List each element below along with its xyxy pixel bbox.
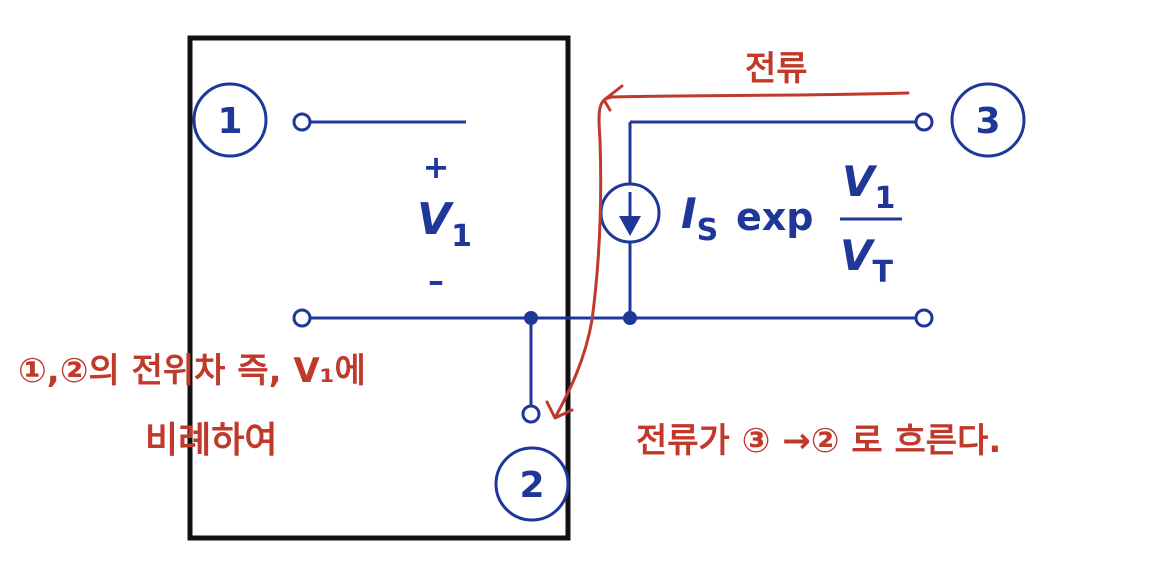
annotation-left-line2: 비례하여 <box>145 420 277 461</box>
device-box <box>187 35 571 541</box>
is-subscript: S <box>697 213 719 248</box>
is-label: IS <box>681 189 718 248</box>
node-label-3: 3 <box>975 101 1000 142</box>
v1-subscript: 1 <box>451 219 472 254</box>
current-source-arrowhead <box>619 216 641 236</box>
current-label-top: 전류 <box>745 49 808 89</box>
fraction-denominator: VT <box>840 231 894 290</box>
denominator-subscript: T <box>873 255 894 290</box>
current-flow-path <box>554 91 910 418</box>
exp-label: exp <box>736 195 813 239</box>
node-label-1: 1 <box>217 101 242 142</box>
junction-dot <box>623 311 637 325</box>
numerator-main: V <box>842 157 878 206</box>
v1-main: V <box>417 194 454 245</box>
node-circle-1 <box>192 82 268 158</box>
node-label-2: 2 <box>519 465 544 506</box>
annotation-left-line1: ①,②의 전위차 즉, V₁에 <box>18 351 366 391</box>
terminal-right-bottom <box>914 308 934 328</box>
junction-dot <box>524 311 538 325</box>
terminal-node1 <box>292 112 312 132</box>
fraction-numerator: V1 <box>842 157 895 216</box>
is-main: I <box>681 189 697 238</box>
terminal-node2 <box>521 404 541 424</box>
node-circle-3 <box>950 82 1026 158</box>
numerator-subscript: 1 <box>875 181 896 216</box>
denominator-main: V <box>840 231 876 280</box>
terminal-node3 <box>914 112 934 132</box>
v1-label: V1 <box>417 194 472 254</box>
current-flow-arrowhead-bottom <box>545 400 574 420</box>
minus-sign: – <box>428 262 444 300</box>
terminal-left-bottom <box>292 308 312 328</box>
current-flow-arrowhead-top <box>602 84 624 112</box>
plus-sign: + <box>423 148 450 186</box>
node-circle-2 <box>494 446 570 522</box>
annotation-right: 전류가 ③ →② 로 흐른다. <box>636 421 1001 461</box>
